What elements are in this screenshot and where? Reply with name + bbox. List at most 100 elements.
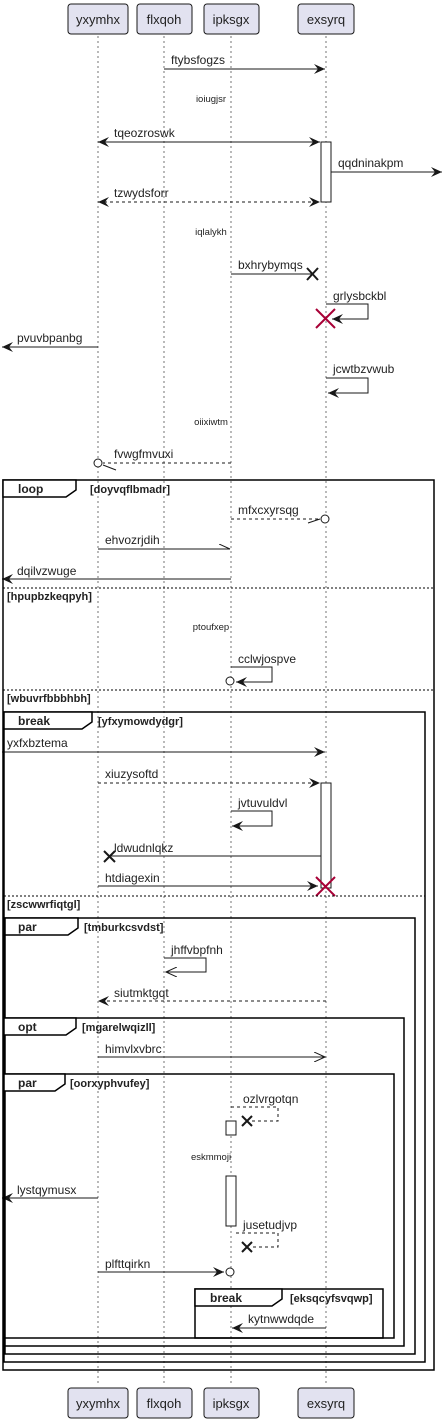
message-label: mfxcxyrsqg: [238, 503, 299, 517]
break-fragment: [3, 711, 426, 1363]
message-label: jusetudjvp: [242, 1218, 297, 1232]
activation-bar: [225, 1175, 237, 1227]
participant-box: [67, 3, 129, 35]
fragment-keyword: par: [18, 1076, 37, 1090]
participant-box: [203, 1387, 260, 1419]
participant-label: flxqoh: [147, 12, 182, 27]
fragments: [2, 479, 435, 1371]
fragment-tab: [4, 917, 79, 936]
message-label: fvwgfmvuxi: [114, 447, 173, 461]
circle-endpoint: [93, 458, 103, 468]
destroy-cross: [306, 267, 319, 281]
fragment-keyword: break: [210, 1291, 242, 1305]
message-label: jcwtbzvwub: [332, 362, 395, 376]
fragment-keyword: loop: [18, 482, 43, 496]
messages: [2, 64, 442, 1333]
activation-bar: [320, 141, 332, 203]
lost-arrowheads: [102, 464, 321, 524]
delay-label: oiixiwtm: [194, 417, 228, 428]
fragment-tab: [194, 1288, 283, 1307]
message-label: jvtuvuldvl: [237, 796, 287, 810]
fragment-tabs: [2, 479, 283, 1307]
destroy-cross: [315, 308, 336, 329]
self-message: [326, 303, 369, 324]
break-fragment: [194, 1288, 384, 1339]
message-label: ozlvrgotqn: [243, 1092, 298, 1106]
participant-label: ipksgx: [213, 12, 250, 27]
circle-endpoint: [225, 1267, 235, 1277]
fragment-guard: [zscwwrfiqtgl]: [7, 899, 81, 911]
delay-label: iqlalykh: [195, 227, 227, 238]
participant-label: yxymhx: [76, 12, 121, 27]
circle-endpoint: [225, 676, 235, 686]
delay-label: eskmmoji: [191, 1152, 231, 1163]
fragment-tab: [2, 479, 77, 498]
fragment-keyword: par: [18, 920, 37, 934]
participant-box: [136, 1387, 193, 1419]
activation-bar: [225, 1120, 237, 1136]
message-label: ldwudnlqkz: [114, 841, 173, 855]
fragment-guard: [wbuvrfbbbhbh]: [7, 693, 91, 705]
fragment-tab: [3, 711, 93, 730]
participant-box: [297, 3, 355, 35]
destroy-cross: [241, 1115, 253, 1127]
message-label: tqeozroswk: [114, 126, 176, 140]
message-label: cclwjospve: [238, 652, 296, 666]
message-label: htdiagexin: [105, 871, 160, 885]
participants-bottom: yxymhx flxqoh ipksgx exsyrq: [67, 1387, 355, 1419]
participant-box: [67, 1387, 129, 1419]
participants-top: yxymhx flxqoh ipksgx exsyrq: [67, 3, 355, 35]
fragment-guard: [eksqcyfsvqwp]: [290, 1293, 373, 1305]
self-message: [164, 957, 207, 972]
fragment-guard: [hpupbzkeqpyh]: [7, 591, 92, 603]
participant-box: [136, 3, 193, 35]
loop-fragment: [2, 479, 435, 1371]
message-label: pvuvbpanbg: [17, 331, 82, 345]
activations: [225, 141, 332, 1227]
fragment-guard: [doyvqflbmadr]: [90, 484, 170, 496]
destroy-cross: [241, 1241, 253, 1253]
message-label: kytnwwdqde: [248, 1312, 314, 1326]
participant-label: exsyrq: [307, 12, 345, 27]
destroy-cross: [103, 850, 116, 863]
destroy-marks: [103, 267, 336, 1253]
message-label: lystqymusx: [17, 1183, 76, 1197]
participant-label: yxymhx: [76, 1396, 121, 1411]
message-label: xiuzysoftd: [105, 767, 158, 781]
destroy-cross: [315, 876, 336, 897]
self-message: [236, 1232, 279, 1248]
self-message: [231, 666, 273, 687]
message-label: dqilvzwuge: [17, 564, 77, 578]
participant-box: [203, 3, 260, 35]
message-label: siutmktgqt: [114, 986, 169, 1000]
self-message: [326, 377, 369, 398]
delay-label: ptoufxep: [193, 622, 229, 633]
lifelines: [97, 36, 327, 1386]
lost-arrowhead: [307, 518, 321, 524]
fragment-tab: [3, 1073, 66, 1092]
fragment-keyword: opt: [18, 1020, 37, 1034]
par-fragment: [4, 917, 416, 1355]
participant-box: [297, 1387, 355, 1419]
participant-label: ipksgx: [213, 1396, 250, 1411]
activation-bar: [320, 782, 332, 889]
participant-label: flxqoh: [147, 1396, 182, 1411]
fragment-guard: [yfxymowdydgr]: [98, 716, 183, 728]
fragment-guard: [tmburkcsvdst]: [84, 922, 164, 934]
fragment-tab: [3, 1017, 77, 1036]
message-label: qqdninakpm: [338, 156, 403, 170]
message-label: bxhrybymqs: [238, 258, 303, 272]
participant-label: exsyrq: [307, 1396, 345, 1411]
message-label: ftybsfogzs: [171, 53, 225, 67]
message-label: tzwydsforr: [114, 186, 169, 200]
circle-endpoint: [320, 514, 330, 524]
fragment-keyword: break: [18, 714, 50, 728]
self-message: [231, 1106, 279, 1122]
message-label: jhffvbpfnh: [170, 943, 223, 957]
self-message: [231, 810, 273, 831]
fragment-guard: [oorxyphvufey]: [70, 1078, 150, 1090]
delay-label: ioiugjsr: [196, 94, 226, 105]
circle-endpoints: [93, 458, 330, 1277]
message-label: plfttqirkn: [105, 1257, 150, 1271]
